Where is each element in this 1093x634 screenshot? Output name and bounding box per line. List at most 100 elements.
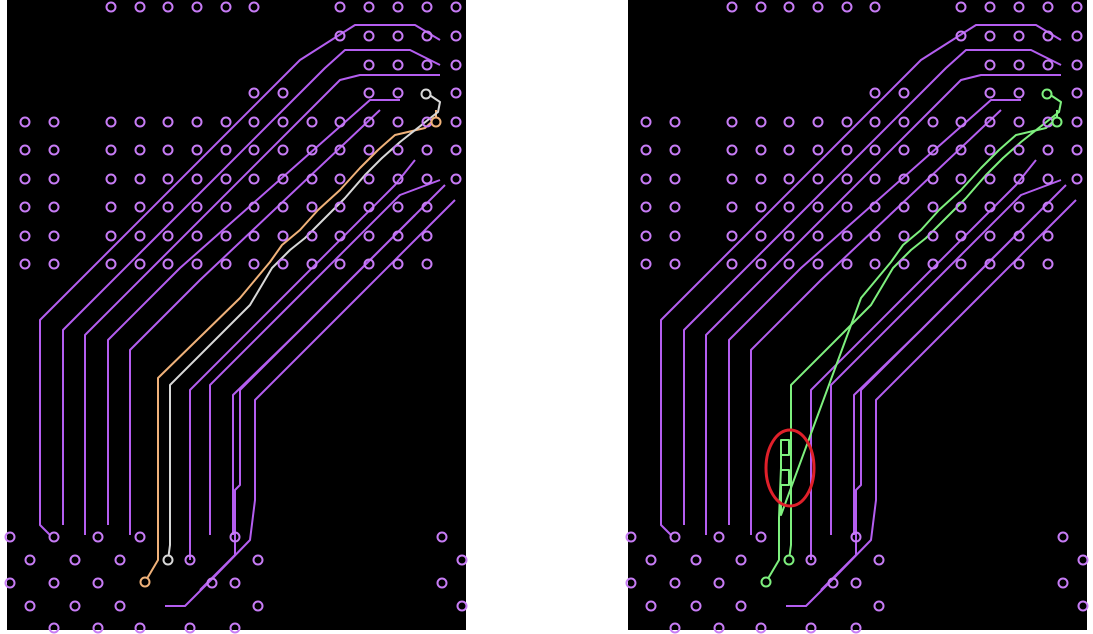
- via: [669, 201, 681, 213]
- via: [955, 30, 967, 42]
- via: [105, 230, 117, 242]
- via: [1077, 554, 1089, 566]
- via: [805, 554, 817, 566]
- via: [984, 144, 996, 156]
- trace: [683, 49, 1062, 525]
- trace: [786, 199, 1077, 607]
- via: [229, 531, 241, 543]
- via: [955, 258, 967, 270]
- via: [306, 173, 318, 185]
- via: [277, 173, 289, 185]
- via: [363, 87, 375, 99]
- via: [713, 622, 725, 634]
- via: [640, 201, 652, 213]
- via: [105, 1, 117, 13]
- via: [48, 201, 60, 213]
- via: [841, 116, 853, 128]
- via: [334, 30, 346, 42]
- via: [955, 173, 967, 185]
- via: [783, 116, 795, 128]
- highlighted-trace-b: [167, 93, 441, 561]
- via: [1071, 59, 1083, 71]
- via: [277, 201, 289, 213]
- via: [191, 116, 203, 128]
- via: [850, 531, 862, 543]
- via: [421, 258, 433, 270]
- via: [248, 144, 260, 156]
- via: [392, 230, 404, 242]
- via: [984, 173, 996, 185]
- via: [19, 230, 31, 242]
- via: [850, 622, 862, 634]
- via: [984, 258, 996, 270]
- via: [48, 531, 60, 543]
- via: [783, 230, 795, 242]
- via: [69, 600, 81, 612]
- via: [640, 116, 652, 128]
- board-background: [7, 0, 466, 630]
- via: [827, 577, 839, 589]
- via: [984, 201, 996, 213]
- via: [927, 173, 939, 185]
- via: [220, 144, 232, 156]
- via: [755, 116, 767, 128]
- via: [92, 577, 104, 589]
- via: [436, 577, 448, 589]
- via: [841, 258, 853, 270]
- via: [392, 87, 404, 99]
- via: [363, 201, 375, 213]
- via: [392, 30, 404, 42]
- trace: [830, 179, 1062, 535]
- pcb-panel-before: [4, 0, 468, 634]
- via: [220, 201, 232, 213]
- via: [162, 230, 174, 242]
- trace: [660, 24, 1062, 536]
- via: [726, 258, 738, 270]
- via: [450, 1, 462, 13]
- via: [421, 30, 433, 42]
- via: [162, 258, 174, 270]
- via: [252, 600, 264, 612]
- via: [334, 116, 346, 128]
- via: [114, 554, 126, 566]
- highlighted-via: [1051, 116, 1063, 128]
- highlighted-via: [139, 576, 151, 588]
- via: [456, 554, 468, 566]
- via: [134, 230, 146, 242]
- via: [248, 230, 260, 242]
- via: [48, 258, 60, 270]
- via: [421, 230, 433, 242]
- via: [783, 201, 795, 213]
- via: [927, 230, 939, 242]
- via: [841, 173, 853, 185]
- trace: [107, 99, 400, 525]
- via: [640, 230, 652, 242]
- via: [252, 554, 264, 566]
- via: [392, 59, 404, 71]
- via: [134, 201, 146, 213]
- via: [306, 258, 318, 270]
- via: [1071, 30, 1083, 42]
- via: [1013, 173, 1025, 185]
- via: [248, 201, 260, 213]
- via: [1071, 1, 1083, 13]
- via: [726, 173, 738, 185]
- via: [105, 201, 117, 213]
- via: [869, 230, 881, 242]
- via: [645, 600, 657, 612]
- via: [334, 258, 346, 270]
- via: [1077, 600, 1089, 612]
- highlighted-via: [1041, 88, 1053, 100]
- via: [783, 173, 795, 185]
- via: [69, 554, 81, 566]
- via: [1013, 258, 1025, 270]
- highlighted-via: [760, 576, 772, 588]
- via: [162, 173, 174, 185]
- via: [841, 144, 853, 156]
- via: [248, 173, 260, 185]
- via: [955, 1, 967, 13]
- via: [19, 144, 31, 156]
- trace: [84, 74, 440, 535]
- via: [812, 173, 824, 185]
- via: [898, 173, 910, 185]
